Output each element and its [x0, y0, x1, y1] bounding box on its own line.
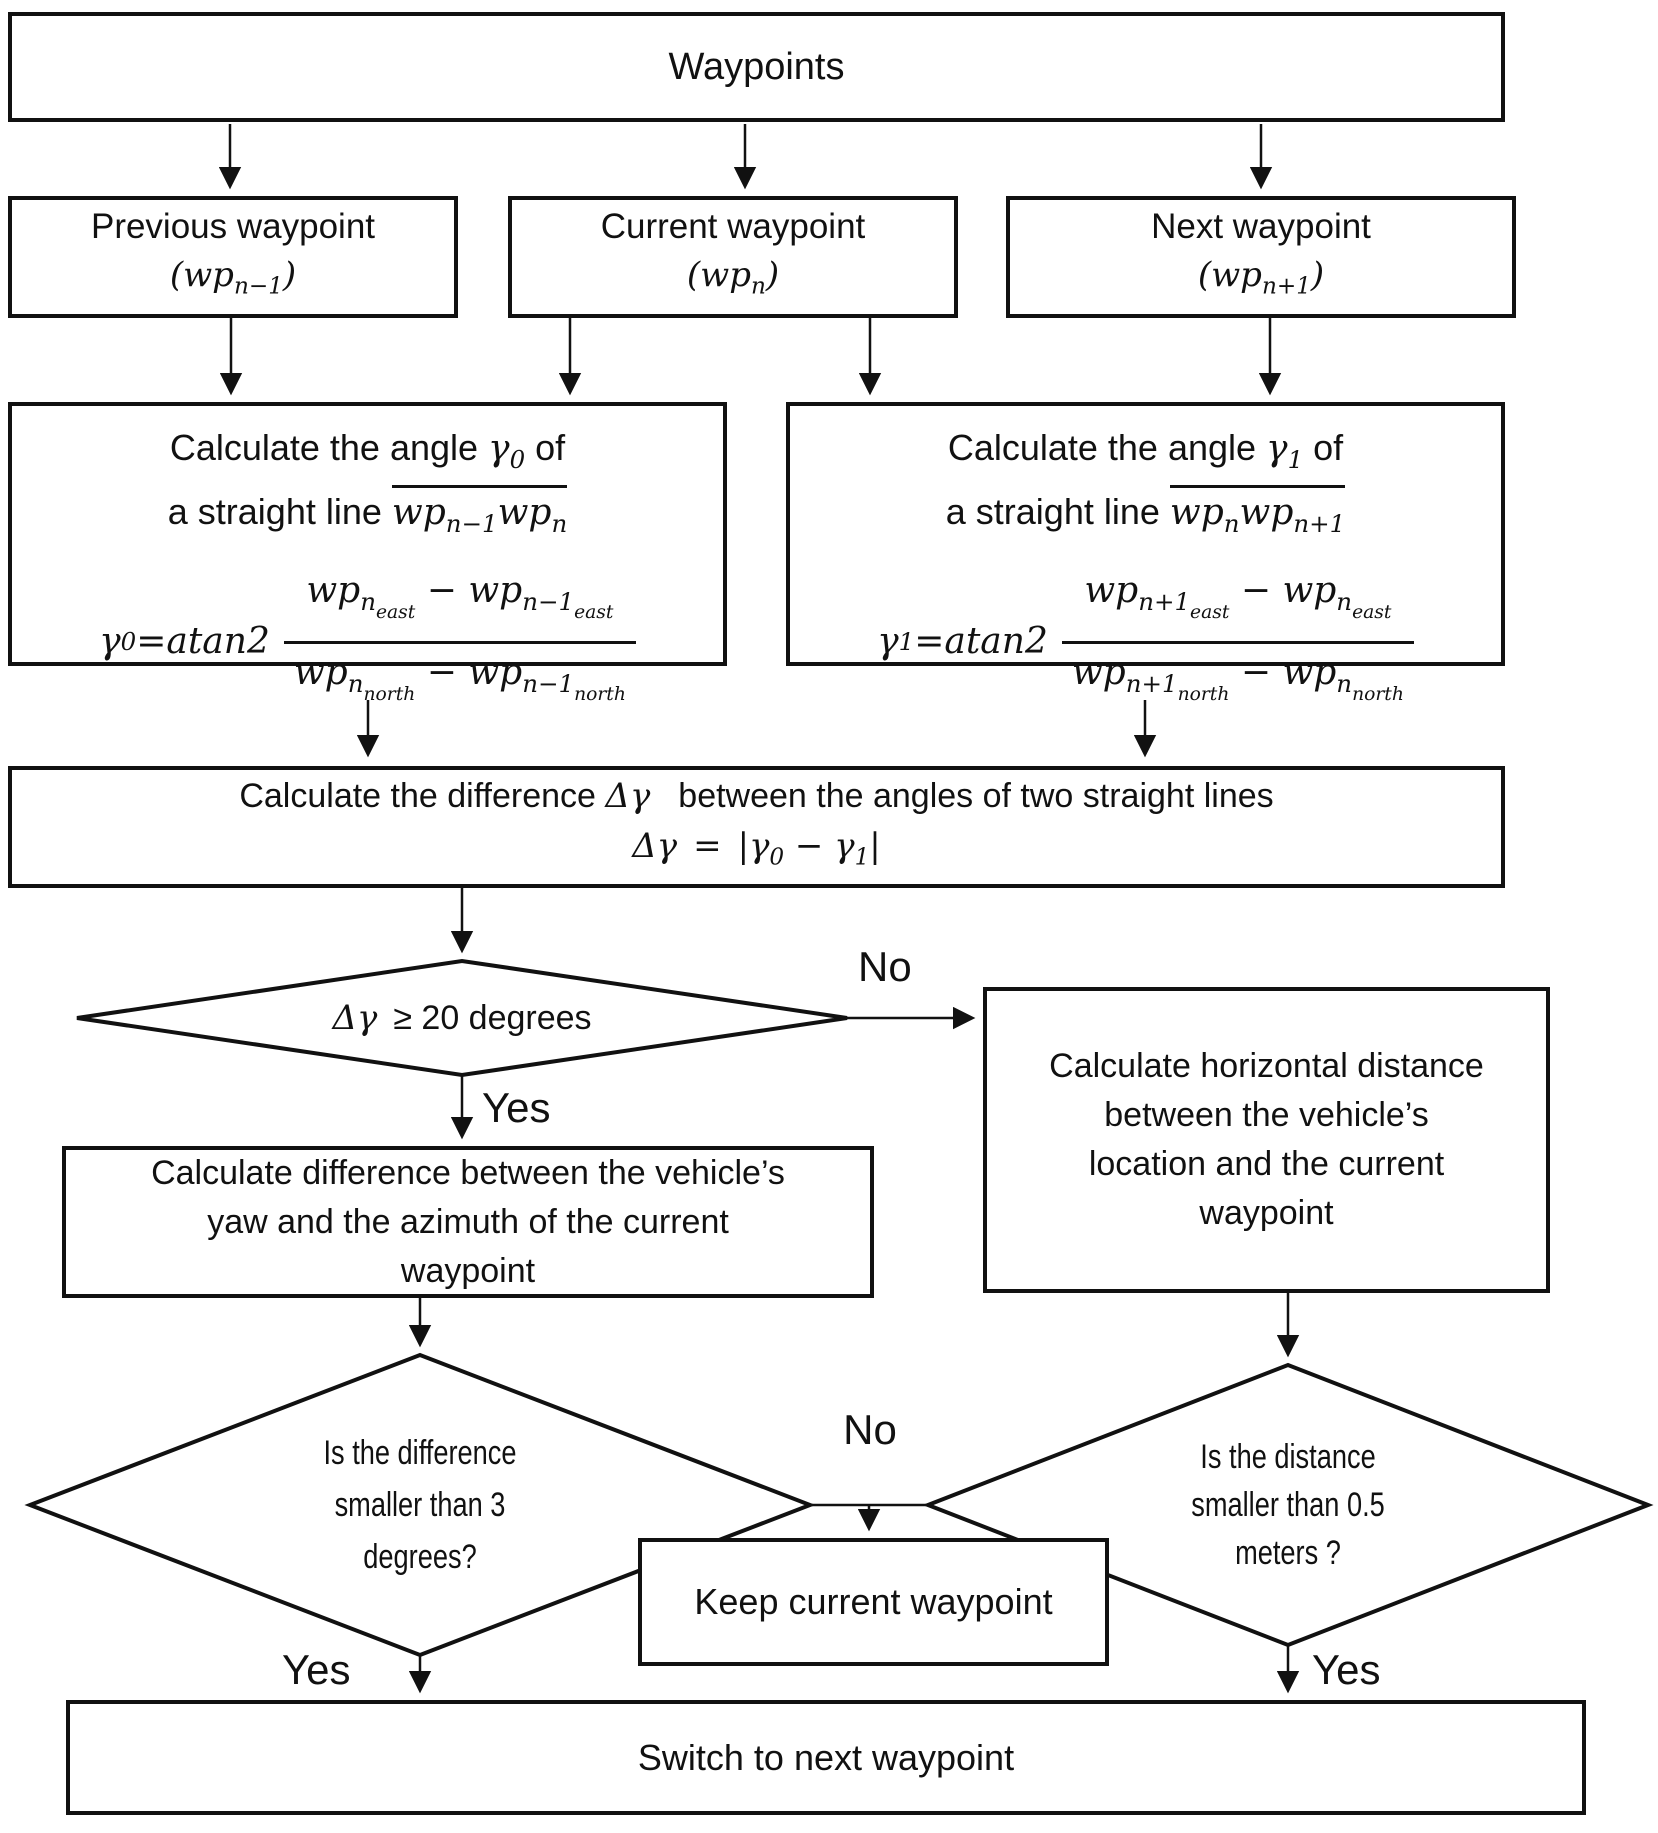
distance-line3: location and the current	[1088, 1145, 1445, 1183]
gamma1-fraction: wpn+1east − wpneast wpn+1north − wpnnort…	[1061, 570, 1414, 715]
decision-angle-diamond	[76, 958, 848, 1078]
yaw-line3: waypoint	[400, 1251, 536, 1290]
previous-waypoint-symbol: (wpn−1)	[169, 255, 297, 300]
gamma0-denominator: wpnnorth − wpn−1north	[293, 651, 626, 705]
distance-line1: Calculate horizontal distance	[1049, 1047, 1484, 1085]
calc-angle0-title-line2: a straight line wpn−1wpn	[168, 484, 568, 550]
decision-distance-text: Is the distance smaller than 0.5 meters …	[1191, 1438, 1385, 1572]
calc-angle1-title-line1: Calculate the angle γ1 of	[947, 427, 1344, 474]
current-waypoint-node: Current waypoint (wpn)	[508, 196, 958, 318]
waypoints-label: Waypoints	[668, 46, 845, 88]
edge-label-no-angle: No	[858, 943, 912, 990]
edge-label-yes-distance: Yes	[1312, 1646, 1381, 1693]
distance-line2: between the vehicle’s	[1104, 1096, 1429, 1134]
calc-angle0-title-line1: Calculate the angle γ0 of	[169, 427, 566, 474]
calc-angle1-title-line2: a straight line wpnwpn+1	[946, 484, 1346, 550]
calc-horizontal-distance-node: Calculate horizontal distance between th…	[983, 987, 1550, 1293]
distance-line4: waypoint	[1199, 1194, 1334, 1232]
previous-waypoint-title: Previous waypoint	[90, 207, 376, 247]
gamma1-denominator: wpn+1north − wpnnorth	[1071, 651, 1404, 705]
gamma1-numerator: wpn+1east − wpneast	[1061, 570, 1414, 644]
next-waypoint-title: Next waypoint	[1151, 207, 1371, 247]
waypoints-node: Waypoints	[8, 12, 1505, 122]
gamma0-numerator: wpneast − wpn−1east	[283, 570, 636, 644]
yaw-line2: yaw and the azimuth of the current	[207, 1202, 729, 1241]
calc-yaw-difference-node: Calculate difference between the vehicle…	[62, 1146, 874, 1298]
segment-overline: wpnwpn+1	[1169, 484, 1346, 538]
decision-angle-text: Δγ≥ 20 degrees	[332, 998, 592, 1038]
edge-label-yes-angle: Yes	[482, 1084, 551, 1131]
keep-current-waypoint-node: Keep current waypoint	[638, 1538, 1109, 1666]
next-waypoint-symbol: (wpn+1)	[1197, 255, 1325, 300]
calc-difference-line2: Δγ=|γ0 − γ1|	[632, 826, 881, 871]
calc-angle0-node: Calculate the angle γ0 of a straight lin…	[8, 402, 727, 704]
previous-waypoint-node: Previous waypoint (wpn−1)	[8, 196, 458, 318]
edge-label-yes-yaw: Yes	[282, 1646, 351, 1693]
decision-yaw-text: Is the difference smaller than 3 degrees…	[323, 1434, 517, 1576]
decision-yaw-diamond	[24, 1352, 816, 1658]
calc-angle1-node: Calculate the angle γ1 of a straight lin…	[786, 402, 1505, 704]
segment-overline: wpn−1wpn	[391, 484, 568, 538]
gamma0-fraction: wpneast − wpn−1east wpnnorth − wpn−1nort…	[283, 570, 636, 715]
switch-next-waypoint-node: Switch to next waypoint	[66, 1700, 1586, 1815]
edge-label-no-middle: No	[843, 1406, 897, 1453]
yaw-line1: Calculate difference between the vehicle…	[151, 1153, 785, 1192]
current-waypoint-symbol: (wpn)	[686, 255, 780, 300]
next-waypoint-node: Next waypoint (wpn+1)	[1006, 196, 1516, 318]
current-waypoint-title: Current waypoint	[600, 207, 866, 247]
